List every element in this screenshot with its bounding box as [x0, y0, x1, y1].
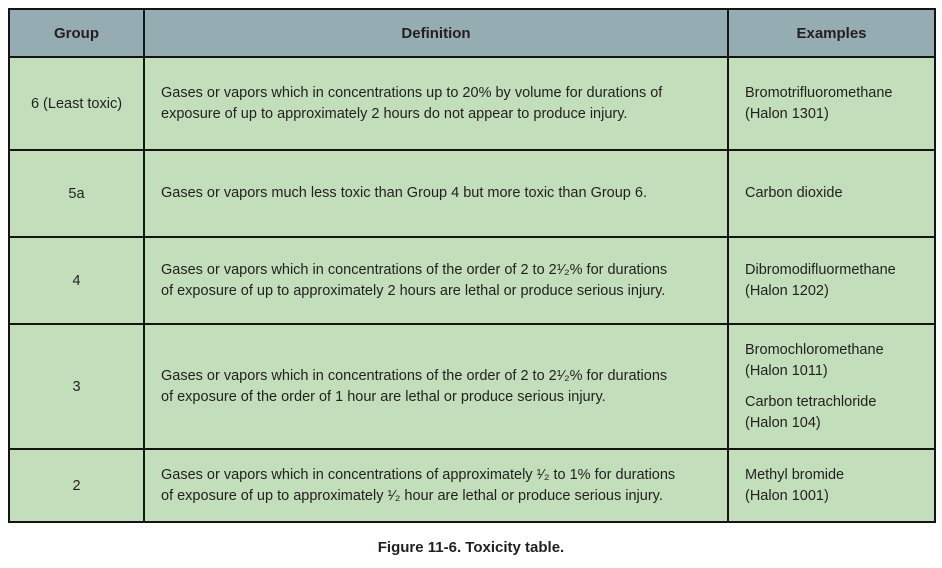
example-entry: Methyl bromide (Halon 1001) [745, 465, 928, 507]
example-name: Methyl bromide [745, 466, 845, 483]
col-header-examples: Examples [727, 8, 936, 58]
col-header-group: Group [8, 8, 145, 58]
example-entry: Bromotrifluoromethane (Halon 1301) [745, 83, 928, 125]
definition-line: of exposure of up to approximately 2 hou… [161, 282, 666, 299]
group-cell: 4 [8, 236, 145, 325]
example-halon: (Halon 1202) [745, 282, 829, 299]
definition-cell: Gases or vapors which in concentrations … [143, 56, 729, 151]
examples-cell: Bromochloromethane (Halon 1011) Carbon t… [727, 323, 936, 450]
table-header-row: Group Definition Examples [8, 8, 936, 58]
table-row: 3 Gases or vapors which in concentration… [8, 323, 936, 450]
definition-line: exposure of up to approximately 2 hours … [161, 105, 628, 122]
table-row: 4 Gases or vapors which in concentration… [8, 236, 936, 325]
example-entry: Dibromodifluormethane (Halon 1202) [745, 260, 928, 302]
example-name: Dibromodifluormethane [745, 261, 896, 278]
figure-caption: Figure 11-6. Toxicity table. [377, 539, 565, 556]
example-name: Bromochloromethane [745, 341, 884, 358]
definition-line: Gases or vapors which in concentrations … [161, 367, 668, 384]
example-halon: (Halon 1001) [745, 487, 829, 504]
examples-cell: Bromotrifluoromethane (Halon 1301) [727, 56, 936, 151]
example-entry: Carbon dioxide [745, 183, 928, 204]
example-halon: (Halon 104) [745, 414, 821, 431]
definition-line: Gases or vapors much less toxic than Gro… [161, 185, 647, 201]
example-halon: (Halon 1301) [745, 105, 829, 122]
toxicity-table: Group Definition Examples 6 (Least toxic… [8, 8, 936, 523]
group-cell: 2 [8, 448, 145, 523]
table-row: 5a Gases or vapors much less toxic than … [8, 149, 936, 238]
example-halon: (Halon 1011) [745, 362, 828, 379]
example-entry: Carbon tetrachloride (Halon 104) [745, 392, 928, 434]
table-row: 2 Gases or vapors which in concentration… [8, 448, 936, 523]
definition-cell: Gases or vapors much less toxic than Gro… [143, 149, 729, 238]
example-name: Carbon dioxide [745, 185, 843, 201]
group-cell: 3 [8, 323, 145, 450]
group-cell: 6 (Least toxic) [8, 56, 145, 151]
example-entry: Bromochloromethane (Halon 1011) [745, 340, 928, 382]
definition-line: of exposure of the order of 1 hour are l… [161, 388, 606, 405]
col-header-definition: Definition [143, 8, 729, 58]
definition-line: of exposure of up to approximately ¹⁄₂ h… [161, 487, 663, 504]
definition-cell: Gases or vapors which in concentrations … [143, 236, 729, 325]
example-name: Carbon tetrachloride [745, 393, 877, 410]
group-cell: 5a [8, 149, 145, 238]
examples-cell: Methyl bromide (Halon 1001) [727, 448, 936, 523]
definition-cell: Gases or vapors which in concentrations … [143, 448, 729, 523]
examples-cell: Carbon dioxide [727, 149, 936, 238]
definition-line: Gases or vapors which in concentrations … [161, 84, 663, 101]
examples-cell: Dibromodifluormethane (Halon 1202) [727, 236, 936, 325]
table-row: 6 (Least toxic) Gases or vapors which in… [8, 56, 936, 151]
definition-cell: Gases or vapors which in concentrations … [143, 323, 729, 450]
definition-line: Gases or vapors which in concentrations … [161, 261, 668, 278]
definition-line: Gases or vapors which in concentrations … [161, 466, 676, 483]
example-name: Bromotrifluoromethane [745, 84, 893, 101]
